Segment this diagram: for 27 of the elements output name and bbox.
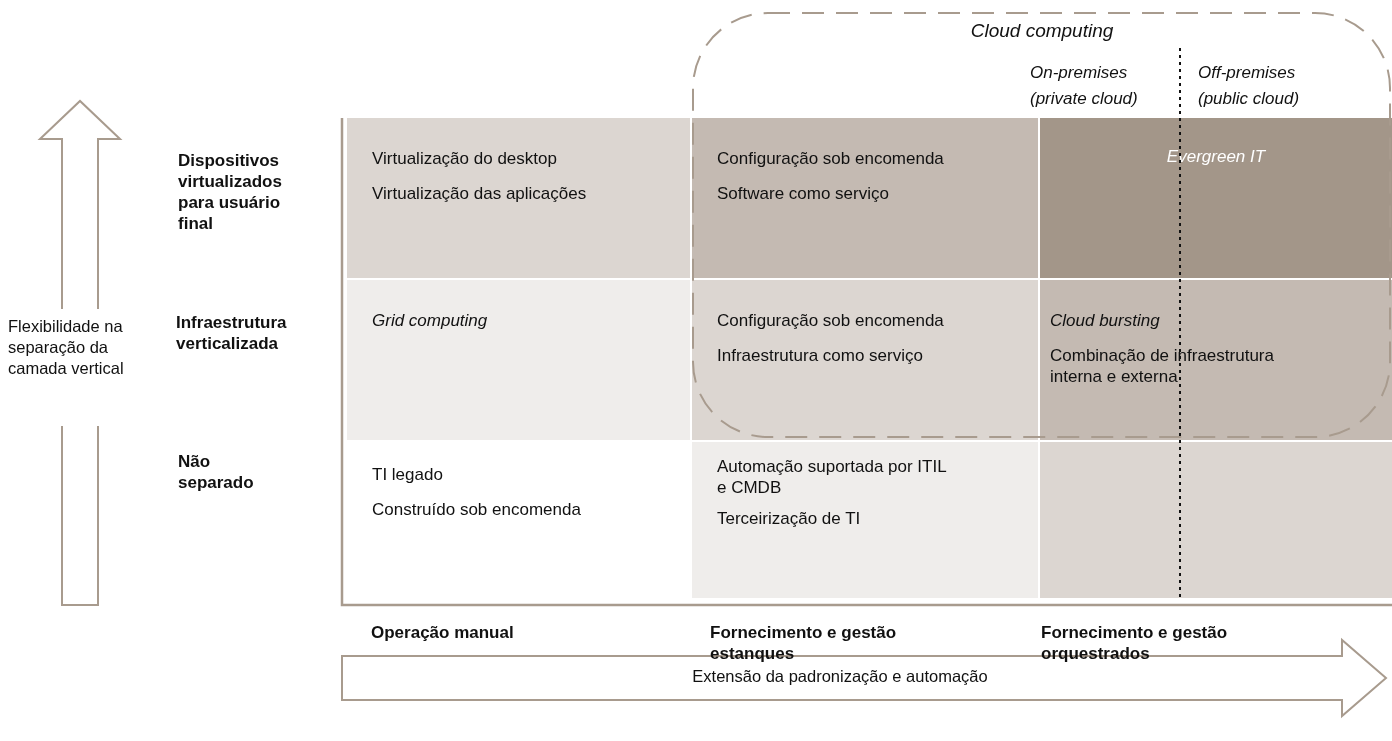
column-heading: Fornecimento e gestão estanques: [710, 622, 898, 664]
arrow-text: Extensão da padronização e automação: [691, 666, 989, 687]
region-title: Cloud computing: [969, 20, 1115, 42]
cell-text: Virtualização do desktop: [372, 148, 558, 169]
cell-text: Grid computing: [372, 310, 489, 331]
row-heading: Não separado: [178, 451, 255, 493]
cell-text: Configuração sob encomenda: [717, 310, 945, 331]
cell-text: Configuração sob encomenda: [717, 148, 945, 169]
empty-cell: [1040, 442, 1392, 598]
cell-text: Virtualização das aplicações: [372, 183, 588, 204]
cell-text: Software como serviço: [717, 183, 890, 204]
arrow-text: Flexibilidade na separação da camada vertical: [8, 316, 125, 379]
cell-text: Infraestrutura como serviço: [717, 345, 924, 366]
row-heading: Dispositivos virtualizados para usuário final: [178, 150, 283, 234]
cell-text: Cloud bursting: [1050, 310, 1161, 331]
cell-text: Combinação de infraestrutura interna e externa: [1050, 345, 1275, 387]
column-heading: Fornecimento e gestão orquestrados: [1041, 622, 1229, 664]
matrix-cell: [347, 118, 690, 278]
cell-text: Evergreen IT: [1165, 146, 1267, 167]
cell-text: Terceirização de TI: [717, 508, 862, 529]
column-heading: Operação manual: [371, 622, 515, 643]
row-heading: Infraestrutura verticalizada: [176, 312, 288, 354]
column-subheading: Off-premises (public cloud): [1198, 62, 1301, 110]
cell-text: Automação suportada por ITIL e CMDB: [717, 456, 947, 498]
cell-text: Construído sob encomenda: [372, 499, 582, 520]
column-subheading: On-premises (private cloud): [1030, 62, 1139, 110]
cell-text: TI legado: [372, 464, 444, 485]
